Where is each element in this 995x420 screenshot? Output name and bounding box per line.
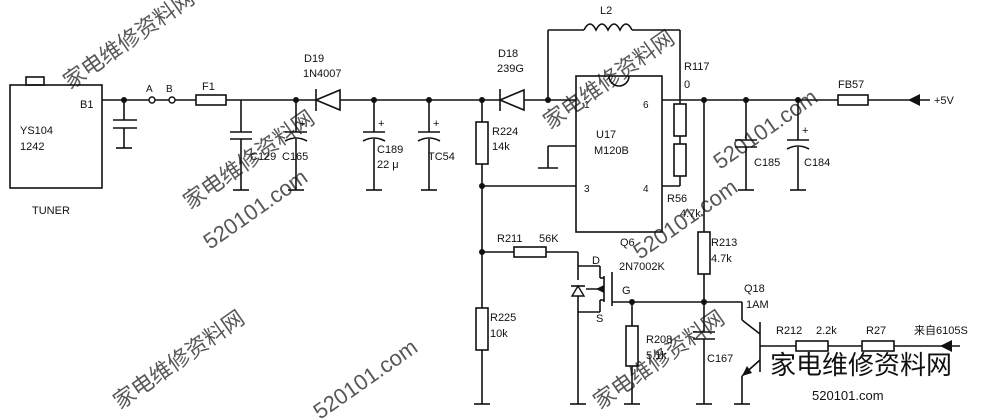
r208-ref: R208 [646,334,672,346]
c184-plus: + [802,125,808,137]
r56-value: 4.7k [680,208,701,220]
watermark-text: 家电维修资料网 [109,305,250,414]
tuner-code: 1242 [20,141,44,153]
tc54-plus: + [433,118,439,130]
resistor-r212: R212 2.2k [776,325,862,352]
ferrite-fb57: FB57 [837,79,869,106]
l2-ref: L2 [600,5,612,17]
r117-value: 0 [684,79,690,91]
test-points: A B [146,84,176,104]
q6-g-label: G [622,285,631,297]
r211-value: 56K [539,233,559,245]
q18-part: 1AM [746,299,769,311]
resistor-r224: R224 14k [475,97,576,189]
capacitor-c165: + C165 [282,97,308,191]
c184-ref: C184 [804,157,830,169]
supply-label: +5V [934,95,955,107]
d18-part: 239G [497,63,524,75]
logo-text: 家电维修资料网 [770,350,952,380]
ic-u17: 1 3 4 6 U17 M120B [538,75,687,233]
tuner-label: TUNER [32,205,70,217]
c165-ref: C165 [282,151,308,163]
mosfet-q6: D G S Q6 2N7002K [570,237,704,405]
r213-ref: R213 [711,237,737,249]
r225-ref: R225 [490,312,516,324]
r224-value: 14k [492,141,510,153]
fuse-f1: F1 [195,81,227,106]
r212-ref: R212 [776,325,802,337]
diode-d19: D19 1N4007 [303,53,342,112]
r27-ref: R27 [866,325,886,337]
u17-pin1: 1 [584,100,590,111]
r117-ref: R117 [684,61,709,73]
logo-url: 520101.com [812,388,884,403]
c189-plus: + [378,118,384,130]
c129-ref: C129 [250,151,276,163]
u17-part: M120B [594,145,629,157]
q6-ref: Q6 [620,237,635,249]
r211-ref: R211 [497,233,522,245]
r208-value: 5.1k [646,350,667,362]
r56-ref: R56 [667,193,687,205]
resistor-r27: R27 [861,325,960,352]
q18-ref: Q18 [744,283,765,295]
r225-value: 10k [490,328,508,340]
node-b-label: B [166,84,173,95]
tuner-model: YS104 [20,125,53,137]
watermark-text: 家电维修资料网 [539,25,680,134]
watermark-text: 家电维修资料网 [59,0,200,94]
node-a-label: A [146,84,153,95]
capacitor-tc54: + TC54 [417,97,455,191]
q6-s-label: S [596,313,603,325]
capacitor-c184: + C184 [786,100,830,191]
u17-pin6: 6 [643,100,649,111]
u17-pin4: 4 [643,184,649,195]
u17-pin3: 3 [584,184,590,195]
r213-value: 4.7k [711,253,732,265]
capacitor-c185: C185 [735,100,780,191]
resistor-r211: R211 56K [479,186,579,266]
fuse-ref: F1 [202,81,215,93]
tuner-pin-label: B1 [80,99,93,111]
tc54-ref: TC54 [428,151,455,163]
tuner-block: YS104 1242 TUNER B1 [9,76,103,217]
right-rail: +5V [680,94,955,107]
capacitor-c167: C167 [693,302,733,405]
c167-ref: C167 [707,353,733,365]
q6-d-label: D [592,255,600,267]
r212-value: 2.2k [816,325,837,337]
c189-ref: C189 [377,144,403,156]
inductor-l2: L2 [545,5,681,103]
resistor-r225: R225 10k [474,252,516,405]
d19-part: 1N4007 [303,68,342,80]
c189-value: 22 μ [377,159,399,171]
diode-d18: D18 239G [497,48,525,112]
c185-ref: C185 [754,157,780,169]
u17-ref: U17 [596,129,616,141]
watermark-site: 520101.com [309,334,423,420]
c165-plus: + [299,118,305,130]
site-logo: 家电维修资料网 520101.com [770,350,952,403]
fb57-ref: FB57 [838,79,864,91]
tuner-decoupling-capacitor [113,97,137,149]
r224-ref: R224 [492,126,518,138]
source-label: 来自6105S [914,324,968,337]
d19-ref: D19 [304,53,324,65]
capacitor-c189: + C189 22 μ [362,97,403,191]
transistor-q18: Q18 1AM [704,283,796,405]
capacitor-c129: C129 [230,100,276,191]
resistor-r208: R208 5.1k [624,302,672,405]
q6-part: 2N7002K [619,261,666,273]
d18-ref: D18 [498,48,518,60]
